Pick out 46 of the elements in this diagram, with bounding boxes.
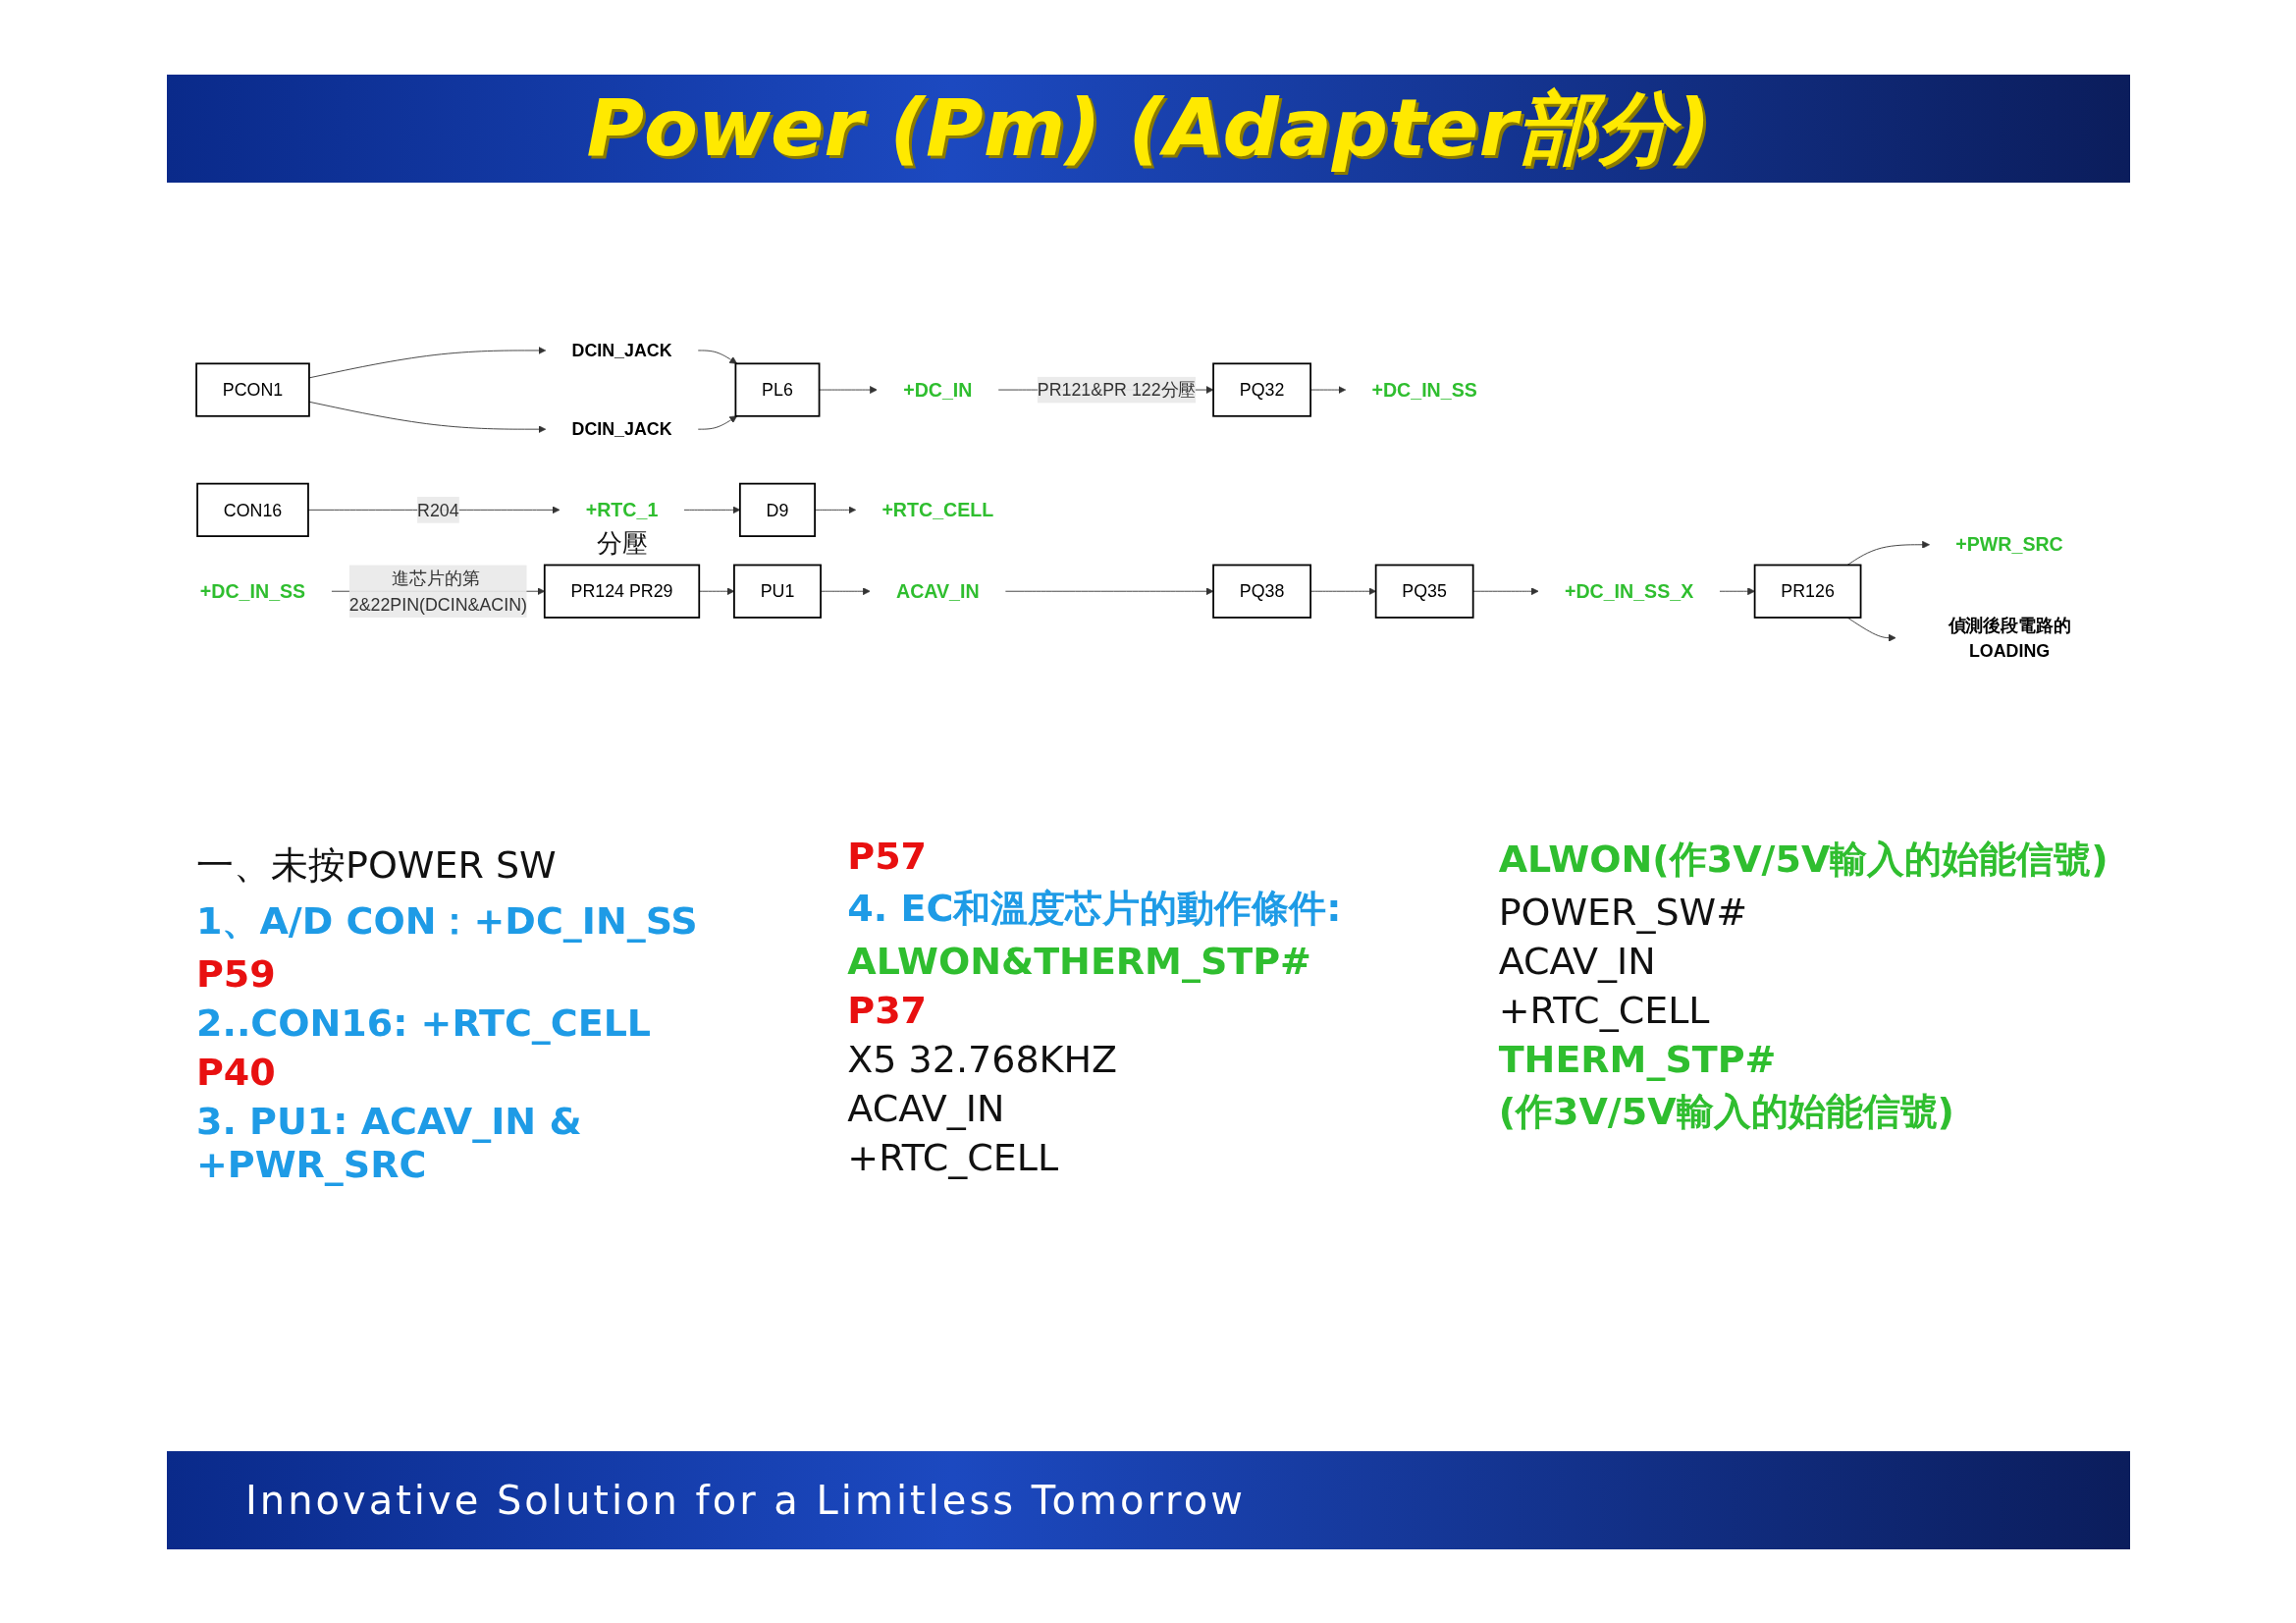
node-text: DCIN_JACK: [571, 419, 672, 439]
signal-label: +RTC_CELL: [847, 1136, 1060, 1179]
signal-label: (作3V/5V輸入的始能信號): [1498, 1089, 1955, 1135]
node-text: +DC_IN_SS_X: [1564, 580, 1694, 603]
node-box: PQ38: [1212, 564, 1311, 619]
signal-label: POWER_SW#: [1498, 891, 1748, 934]
node-text: +DC_IN: [903, 378, 973, 402]
page-reference: P59: [196, 952, 277, 996]
node-note: 分壓: [596, 527, 648, 561]
page-reference: P57: [847, 835, 929, 878]
node-text: 偵測後段電路的LOADING: [1948, 615, 2071, 661]
signal-label: ALWON&THERM_STP#: [847, 940, 1312, 983]
signal-label: ACAV_IN: [1498, 940, 1657, 983]
node-box: PL6: [734, 362, 821, 417]
signal-label: THERM_STP#: [1498, 1038, 1778, 1081]
node-text: +RTC_CELL: [881, 499, 994, 521]
node-text: ACAV_IN: [896, 580, 980, 603]
node-box: PR124 PR29: [543, 564, 701, 619]
signal-label: ACAV_IN: [847, 1087, 1006, 1130]
section-heading: 2..CON16: +RTC_CELL: [196, 1001, 653, 1045]
edge-label: 進芯片的第 2&22PIN(DCIN&ACIN): [348, 568, 527, 615]
title: Power (Pm) (Adapter部分): [167, 75, 2130, 183]
page-reference: P37: [847, 989, 929, 1032]
edge-label: R204: [417, 500, 459, 520]
signal-label: +RTC_CELL: [1498, 989, 1711, 1032]
section-heading: 1、A/D CON：+DC_IN_SS: [196, 898, 699, 945]
signal-label: X5 32.768KHZ: [847, 1038, 1119, 1081]
node-box: PCON1: [195, 362, 310, 417]
node-text: +PWR_SRC: [1955, 533, 2063, 556]
node-box: D9: [738, 482, 816, 537]
node-text: +RTC_1: [585, 499, 659, 521]
section-heading: 3. PU1: ACAV_IN & +PWR_SRC: [196, 1100, 583, 1186]
node-text: DCIN_JACK: [571, 341, 672, 360]
node-box: PQ35: [1374, 564, 1474, 619]
edge-label: PR121&PR 122分壓: [1037, 380, 1197, 400]
node-box: PQ32: [1212, 362, 1311, 417]
node-text: +DC_IN_SS: [199, 580, 306, 603]
node-box: CON16: [196, 482, 309, 537]
signal-label: 一、未按POWER SW: [196, 842, 558, 889]
caption-banner: Innovative Solution for a Limitless Tomorrow: [167, 1451, 2130, 1549]
node-box: PR126: [1753, 564, 1862, 619]
page-reference: P40: [196, 1051, 277, 1094]
section-heading: 4. EC和溫度芯片的動作條件:: [847, 886, 1343, 932]
signal-label: ALWON(作3V/5V輸入的始能信號): [1498, 837, 2109, 883]
node-text: +DC_IN_SS: [1371, 378, 1477, 402]
node-box: PU1: [733, 564, 822, 619]
